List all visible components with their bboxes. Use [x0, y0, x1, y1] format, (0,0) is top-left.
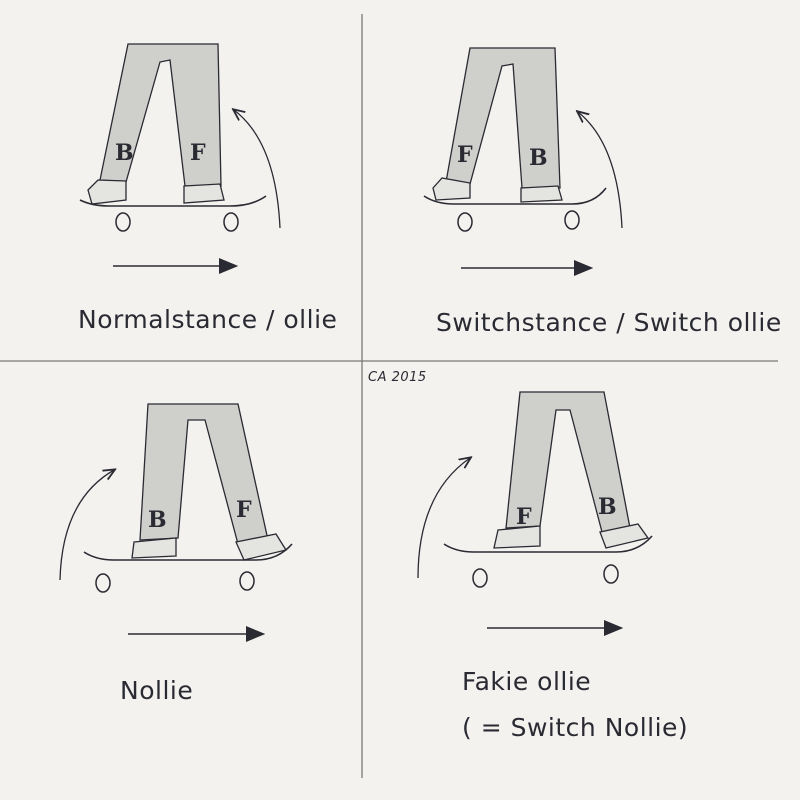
panel-bottom-left — [60, 404, 292, 634]
pop-curve-arrow — [418, 458, 470, 578]
foot-label-front: F — [457, 142, 473, 168]
foot-label-back: B — [115, 140, 134, 166]
panel-top-right — [424, 48, 622, 268]
wheel-front — [240, 572, 254, 590]
foot-label-back: B — [148, 507, 167, 533]
wheel-back — [458, 213, 472, 231]
caption-switchstance: Switchstance / Switch ollie — [436, 308, 782, 337]
pop-curve-arrow — [60, 470, 114, 580]
wheel-front — [565, 211, 579, 229]
caption-fakie-ollie: Fakie ollie — [462, 667, 591, 696]
panel-bottom-right — [418, 392, 652, 628]
caption-switch-nollie: ( = Switch Nollie) — [462, 713, 688, 742]
wheel-back — [96, 574, 110, 592]
wheel-front — [224, 213, 238, 231]
pop-curve-arrow — [234, 110, 280, 228]
wheel-front — [604, 565, 618, 583]
wheel-back — [473, 569, 487, 587]
artist-signature: CA 2015 — [368, 370, 427, 385]
foot-label-front: F — [190, 140, 206, 166]
panel-top-left — [80, 44, 280, 266]
pop-curve-arrow — [578, 112, 622, 228]
foot-label-back: B — [598, 494, 617, 520]
wheel-back — [116, 213, 130, 231]
foot-label-back: B — [529, 145, 548, 171]
foot-label-front: F — [236, 497, 252, 523]
foot-label-front: F — [516, 504, 532, 530]
caption-normalstance: Normalstance / ollie — [78, 305, 337, 334]
caption-nollie: Nollie — [120, 676, 193, 705]
